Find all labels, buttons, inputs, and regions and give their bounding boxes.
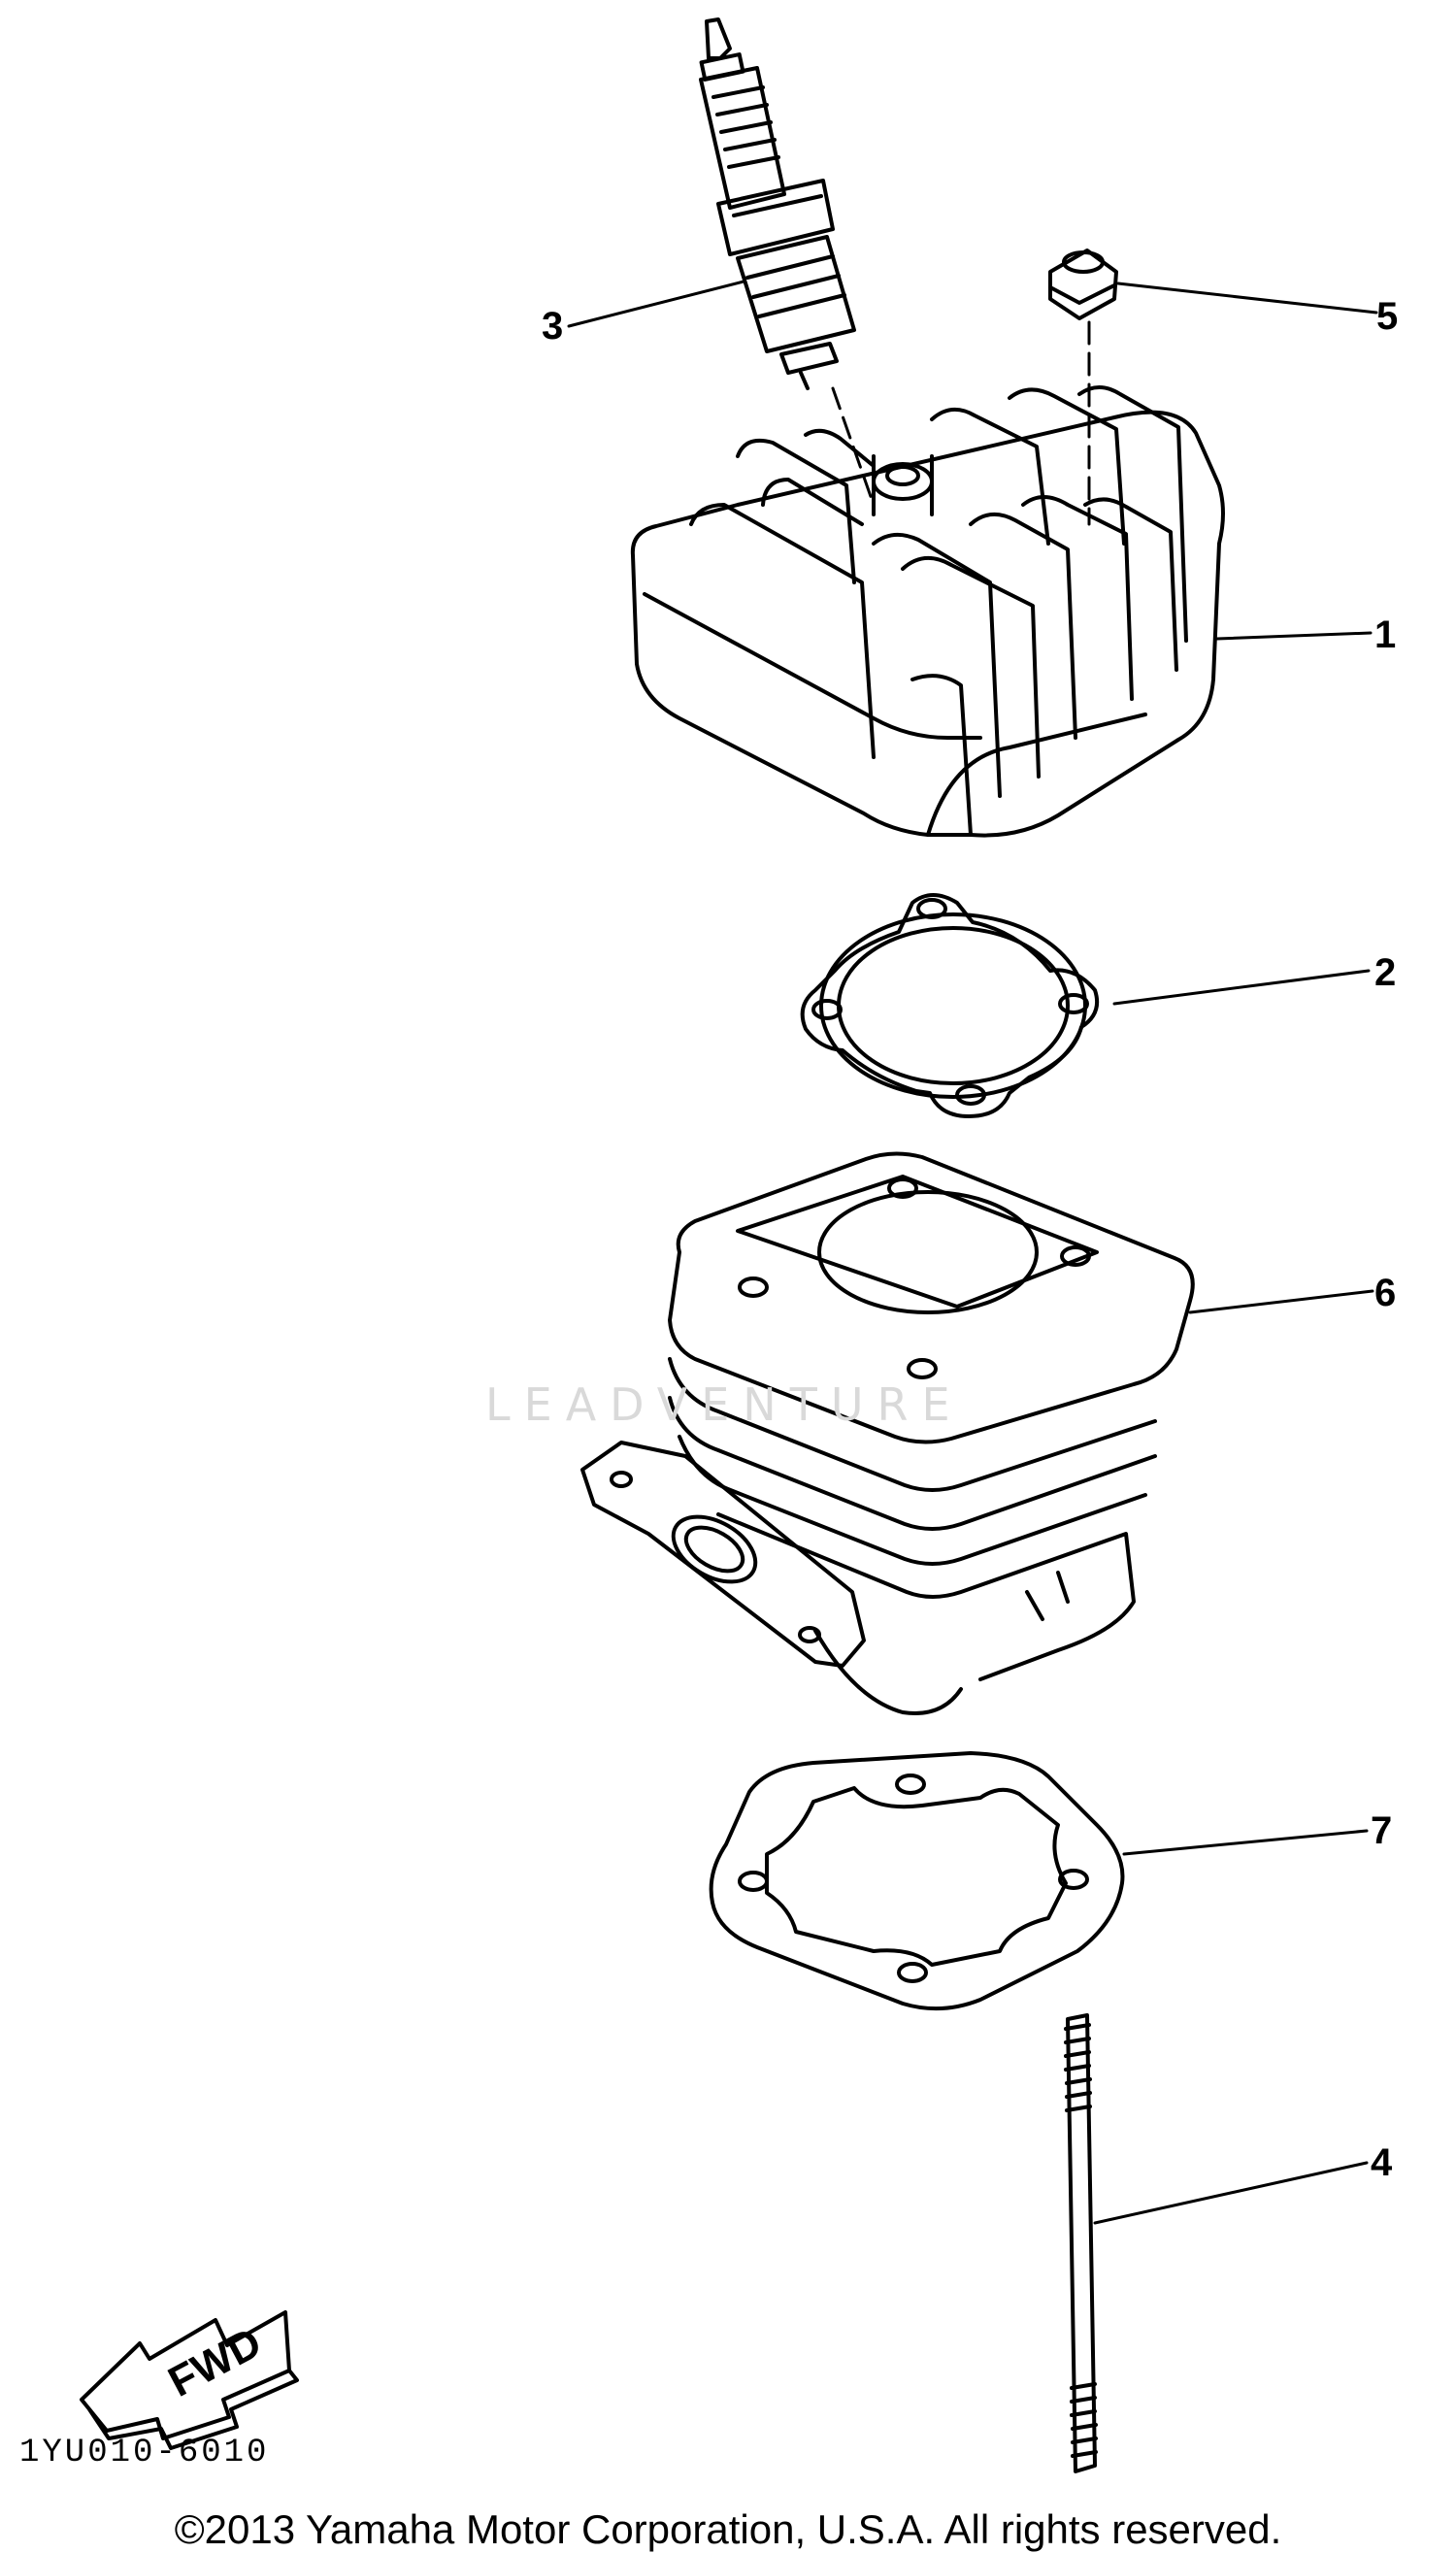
spark-plug-drawing xyxy=(699,17,856,390)
stud-bolt-drawing xyxy=(1064,2013,1098,2473)
callout-4: 4 xyxy=(1371,2141,1393,2184)
leader-2 xyxy=(1112,969,1371,1006)
callout-1: 1 xyxy=(1374,613,1397,656)
callout-5: 5 xyxy=(1376,295,1399,338)
leader-1 xyxy=(1215,631,1373,641)
copyright-notice: ©2013 Yamaha Motor Corporation, U.S.A. A… xyxy=(174,2506,1282,2552)
nut-drawing xyxy=(1048,249,1118,320)
head-gasket-drawing xyxy=(800,893,1100,1118)
callout-3: 3 xyxy=(542,305,564,348)
callout-6: 6 xyxy=(1374,1272,1397,1314)
leader-7 xyxy=(1122,1829,1369,1856)
fwd-arrow-icon: FWD xyxy=(80,2310,299,2450)
cylinder-head-drawing xyxy=(630,385,1225,838)
leader-4 xyxy=(1093,2161,1369,2225)
cylinder-drawing xyxy=(580,1151,1195,1715)
base-gasket-drawing xyxy=(709,1751,1125,2011)
leader-3 xyxy=(567,280,745,328)
leader-5 xyxy=(1116,282,1378,315)
callout-2: 2 xyxy=(1374,951,1397,994)
watermark: LEADVENTURE xyxy=(485,1378,964,1431)
leader-lines xyxy=(567,280,1378,2225)
callout-7: 7 xyxy=(1371,1809,1393,1852)
diagram-code: 1YU010-6010 xyxy=(19,2435,270,2471)
leader-6 xyxy=(1188,1289,1374,1314)
